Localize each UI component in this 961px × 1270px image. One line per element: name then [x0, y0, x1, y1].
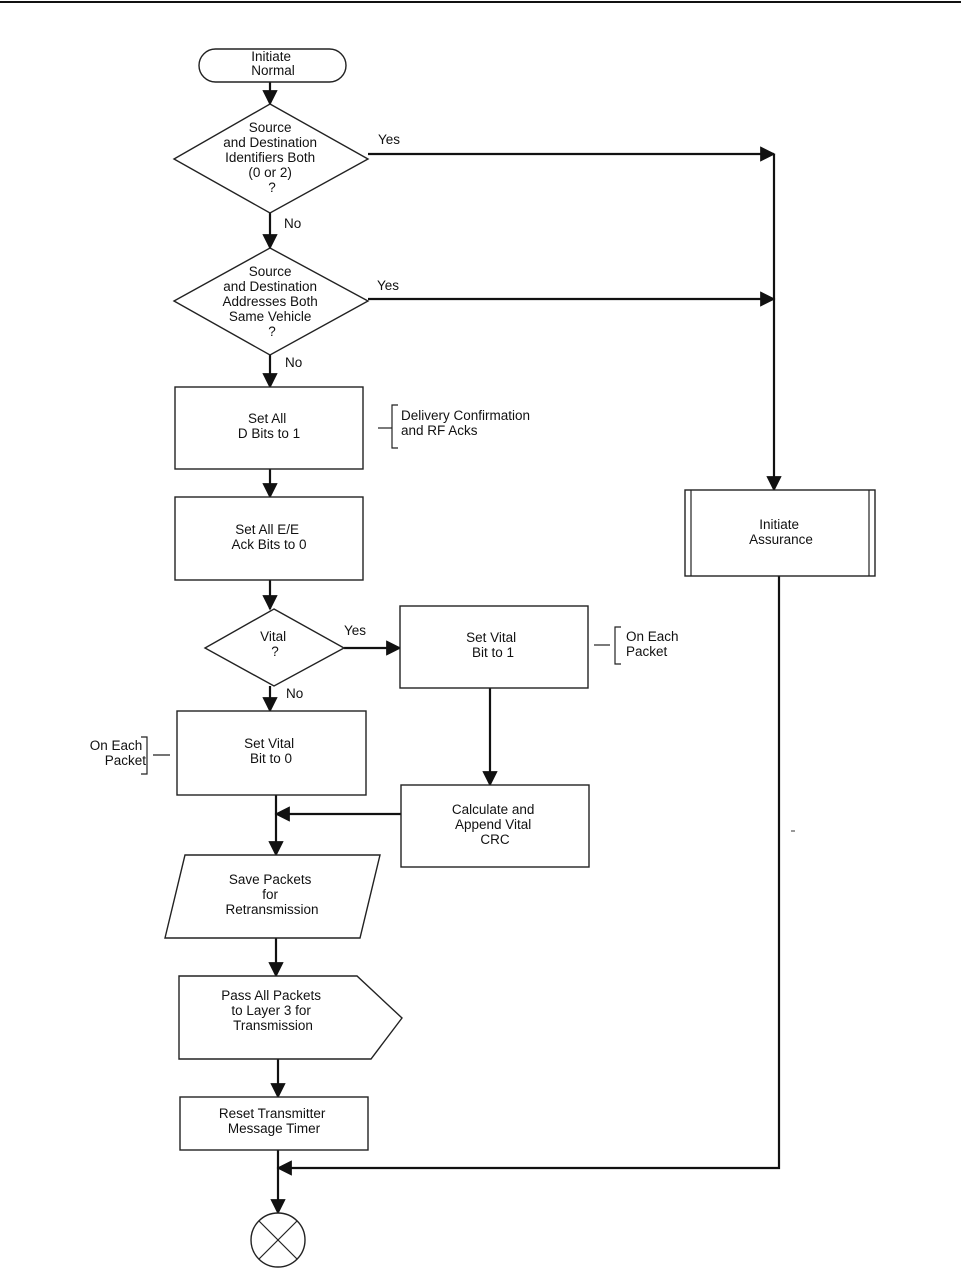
- end-connector-cross-b: [258, 1220, 298, 1260]
- dbits-note-line: and RF Acks: [401, 423, 478, 438]
- set-vital-1-line: Set Vital: [466, 630, 516, 645]
- pass-packets-label: Pass All Packets to Layer 3 for Transmis…: [221, 988, 325, 1033]
- vital0-note-line: Packet: [105, 753, 147, 768]
- shapes: [164, 48, 876, 1268]
- annotation-labels: Delivery Confirmation and RF Acks On Eac…: [90, 408, 682, 768]
- save-packets-line: Retransmission: [225, 902, 318, 917]
- initiate-assurance-label: Initiate Assurance: [749, 517, 813, 547]
- identifiers-yes-label: Yes: [378, 132, 400, 147]
- save-packets-line: for: [262, 887, 278, 902]
- set-ee-ack-line: Ack Bits to 0: [231, 537, 306, 552]
- dbits-note-bracket: [391, 404, 398, 449]
- identifiers-no-label: No: [284, 216, 301, 231]
- decision-identifiers-line: and Destination: [223, 135, 317, 150]
- io-save-packets: [164, 854, 381, 939]
- decision-vital-line: ?: [271, 644, 279, 659]
- reset-timer-line: Message Timer: [228, 1121, 321, 1136]
- process-set-ee-ack: [174, 496, 364, 581]
- process-reset-timer: [179, 1096, 369, 1151]
- decision-identifiers-label: Source and Destination Identifiers Both …: [223, 120, 321, 195]
- addresses-no-label: No: [285, 355, 302, 370]
- annotation-brackets: [141, 404, 621, 775]
- process-calc-crc: [400, 784, 590, 868]
- reset-timer-label: Reset Transmitter Message Timer: [219, 1106, 329, 1136]
- decision-addresses-line: Source: [249, 264, 292, 279]
- set-vital-1-label: Set Vital Bit to 1: [466, 630, 520, 660]
- start-label-line: Initiate: [251, 49, 291, 64]
- decision-vital-label: Vital ?: [260, 629, 290, 659]
- addresses-yes-label: Yes: [377, 278, 399, 293]
- dbits-note: Delivery Confirmation and RF Acks: [401, 408, 534, 438]
- set-ee-ack-line: Set All E/E: [235, 522, 299, 537]
- decision-identifiers: [172, 103, 370, 214]
- start-terminator: [198, 48, 347, 83]
- pass-packets-line: Pass All Packets: [221, 988, 321, 1003]
- edge-labels: Yes No Yes No Yes No: [284, 132, 400, 701]
- calc-crc-label: Calculate and Append Vital CRC: [452, 802, 538, 847]
- decision-addresses-line: and Destination: [223, 279, 317, 294]
- decision-addresses-line: Same Vehicle: [229, 309, 312, 324]
- pass-packets-line: Transmission: [233, 1018, 313, 1033]
- save-packets-line: Save Packets: [229, 872, 312, 887]
- decision-vital: [203, 608, 346, 687]
- vital1-note-line: On Each: [626, 629, 679, 644]
- decision-identifiers-line: Source: [249, 120, 292, 135]
- calc-crc-line: CRC: [480, 832, 509, 847]
- edge-assurance-return: [276, 576, 781, 1176]
- process-set-vital-1: [399, 605, 589, 689]
- start-label: Initiate Normal: [251, 49, 295, 78]
- decision-identifiers-line: (0 or 2): [248, 165, 292, 180]
- vital0-note-bracket: [141, 736, 148, 775]
- save-packets-label: Save Packets for Retransmission: [225, 872, 318, 917]
- set-d-bits-line: D Bits to 1: [238, 426, 300, 441]
- set-vital-0-label: Set Vital Bit to 0: [244, 736, 298, 766]
- initiate-assurance-line: Assurance: [749, 532, 813, 547]
- node-labels: Initiate Normal Source and Destination I…: [219, 49, 813, 1136]
- set-d-bits-line: Set All: [248, 411, 286, 426]
- process-set-d-bits: [174, 386, 364, 470]
- pass-packets-line: to Layer 3 for: [231, 1003, 311, 1018]
- calc-crc-line: Calculate and: [452, 802, 535, 817]
- decision-addresses: [172, 247, 370, 356]
- connectors: [262, 82, 782, 1215]
- dbits-note-line: Delivery Confirmation: [401, 408, 530, 423]
- decision-addresses-line: Addresses Both: [222, 294, 317, 309]
- output-pass-packets: [178, 975, 403, 1060]
- vital1-note: On Each Packet: [626, 629, 682, 659]
- vital0-note-line: On Each: [90, 738, 143, 753]
- vital-yes-label: Yes: [344, 623, 366, 638]
- start-label-line: Normal: [251, 63, 295, 78]
- decision-vital-line: Vital: [260, 629, 286, 644]
- process-set-vital-0: [176, 710, 367, 796]
- vital-no-label: No: [286, 686, 303, 701]
- decision-addresses-line: ?: [268, 324, 276, 339]
- calc-crc-line: Append Vital: [455, 817, 531, 832]
- decision-identifiers-line: Identifiers Both: [225, 150, 315, 165]
- set-vital-1-line: Bit to 1: [472, 645, 514, 660]
- vital1-note-bracket: [614, 626, 621, 665]
- vital0-note: On Each Packet: [90, 738, 147, 768]
- set-ee-ack-label: Set All E/E Ack Bits to 0: [231, 522, 306, 552]
- decision-addresses-label: Source and Destination Addresses Both Sa…: [222, 264, 321, 339]
- set-vital-0-line: Set Vital: [244, 736, 294, 751]
- subprocess-initiate-assurance: [684, 489, 876, 577]
- reset-timer-line: Reset Transmitter: [219, 1106, 326, 1121]
- decision-identifiers-line: ?: [268, 180, 276, 195]
- set-d-bits-label: Set All D Bits to 1: [238, 411, 300, 441]
- initiate-assurance-line: Initiate: [759, 517, 799, 532]
- vital1-note-line: Packet: [626, 644, 668, 659]
- set-vital-0-line: Bit to 0: [250, 751, 292, 766]
